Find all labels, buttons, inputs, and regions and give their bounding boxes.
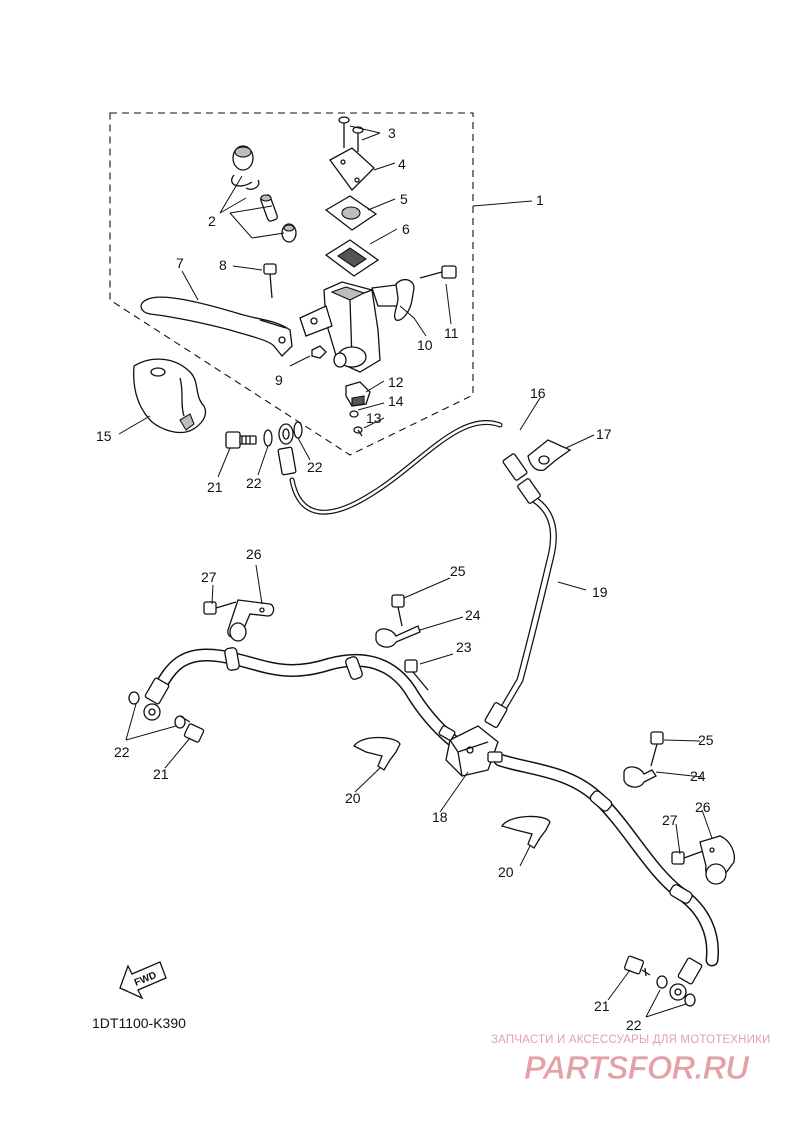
callout-14: 14 [388, 393, 404, 409]
assembly-boundary [109, 112, 474, 456]
watermark-logo: PARTSFOR.RU [523, 1049, 751, 1087]
diaphragm [324, 239, 380, 277]
hose-bracket-left [227, 599, 275, 642]
callout-21-left: 21 [153, 766, 169, 782]
master-cylinder-body [299, 281, 411, 373]
callout-9: 9 [275, 372, 283, 388]
callout-5: 5 [400, 191, 408, 207]
pivot-bolt [263, 263, 277, 299]
callout-26-right: 26 [695, 799, 711, 815]
callout-20-right: 20 [498, 864, 514, 880]
clamp-bolt-lower [650, 731, 664, 767]
cover-screws [338, 116, 364, 152]
lever-nut [311, 345, 327, 359]
callout-7: 7 [176, 255, 184, 271]
union-bolt-left [179, 715, 205, 743]
hose-rings [224, 647, 693, 904]
banjo-fitting-left [143, 703, 161, 721]
forward-direction-arrow: FWD [119, 961, 167, 1000]
callout-26-left: 26 [246, 546, 262, 562]
callout-22-upper-b: 22 [307, 459, 323, 475]
callout-16: 16 [530, 385, 546, 401]
brake-pipe [496, 494, 557, 718]
clamp-bolt [419, 265, 457, 279]
callout-21-right: 21 [594, 998, 610, 1014]
callout-27-right: 27 [662, 812, 678, 828]
callout-23: 23 [456, 639, 472, 655]
brake-light-switch [345, 381, 371, 407]
callout-24-upper: 24 [465, 607, 481, 623]
callout-numbers: 1 2 3 4 5 6 7 8 9 10 11 12 13 14 15 16 1… [96, 125, 714, 1033]
callout-22-left: 22 [114, 744, 130, 760]
clamp-bolt-upper [391, 594, 405, 627]
watermark-logo-image: PARTSFOR.RU [523, 1049, 751, 1087]
bracket-bolt-left [203, 601, 237, 615]
callout-4: 4 [398, 156, 406, 172]
three-way-joint [438, 725, 503, 777]
callout-24-lower: 24 [690, 768, 706, 784]
copper-washers-right [656, 975, 696, 1007]
callout-17: 17 [596, 426, 612, 442]
watermark-caption: ЗАПЧАСТИ И АКСЕССУАРЫ ДЛЯ МОТОТЕХНИКИ [491, 1034, 771, 1046]
callout-2: 2 [208, 213, 216, 229]
callout-18: 18 [432, 809, 448, 825]
union-bolt-right [624, 955, 651, 977]
union-bolt-upper [225, 431, 257, 449]
callout-27-left: 27 [201, 569, 217, 585]
callout-1: 1 [536, 192, 544, 208]
callout-3: 3 [388, 125, 396, 141]
svg-text:PARTSFOR.RU: PARTSFOR.RU [524, 1049, 750, 1086]
hose-clamp-lower [623, 766, 657, 788]
callout-22-right: 22 [626, 1017, 642, 1033]
pipe-clamp [527, 439, 572, 472]
handlebar-clamp [393, 278, 415, 321]
callout-21-upper: 21 [207, 479, 223, 495]
hose-end-fittings [144, 446, 703, 985]
hose-clip-right [500, 815, 551, 849]
callout-6: 6 [402, 221, 410, 237]
banjo-fitting-right [669, 983, 687, 1001]
callout-20-left: 20 [345, 790, 361, 806]
callout-11: 11 [444, 325, 459, 341]
diagram-code: 1DT1100-K390 [92, 1015, 186, 1031]
callout-22-upper-a: 22 [246, 475, 262, 491]
lever-cover [133, 358, 207, 434]
callout-19: 19 [592, 584, 608, 600]
left-front-hose [151, 648, 459, 747]
hose-clamp-upper [375, 625, 421, 648]
bracket-bolt-right [671, 849, 707, 865]
copper-washers-left [128, 691, 186, 729]
hose-clip-left [353, 736, 401, 771]
upper-brake-hose [289, 420, 503, 515]
leader-lines [118, 125, 713, 1018]
banjo-fitting-upper [278, 423, 294, 445]
brake-lever [140, 296, 293, 357]
callout-10: 10 [417, 337, 433, 353]
callout-12: 12 [388, 374, 404, 390]
callout-13: 13 [366, 410, 382, 426]
hose-bracket-right [699, 835, 736, 885]
diaphragm-holder [324, 195, 378, 231]
switch-screw [353, 426, 363, 437]
callout-15: 15 [96, 428, 112, 444]
callout-8: 8 [219, 257, 227, 273]
piston-kit [231, 145, 297, 243]
right-front-hose [493, 753, 720, 967]
callout-25-lower: 25 [698, 732, 714, 748]
copper-washers-upper [263, 421, 303, 447]
switch-washer [349, 410, 359, 418]
callout-25-upper: 25 [450, 563, 466, 579]
reservoir-cover [329, 147, 375, 191]
joint-bolt [404, 659, 429, 691]
